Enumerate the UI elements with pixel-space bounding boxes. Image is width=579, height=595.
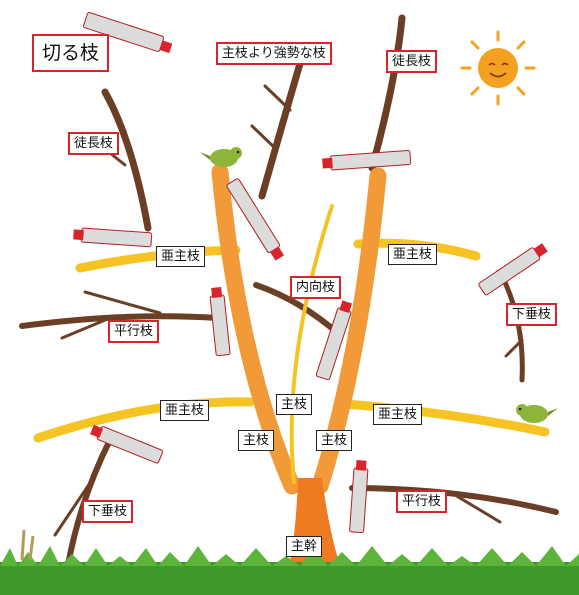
bird-icon [200, 147, 242, 167]
main-branch-center [289, 204, 334, 484]
grass [0, 529, 579, 595]
parallel-branch-left [19, 313, 221, 329]
strong-branch [258, 46, 308, 200]
parallel-branch-label: 平行枝 [108, 320, 160, 343]
trunk-label: 主幹 [286, 536, 323, 557]
hanging-branch-right [497, 269, 525, 383]
saw-icon [315, 300, 352, 381]
main-branches [211, 163, 387, 495]
main-branch-label: 主枝 [316, 430, 353, 451]
water-sprout-left [101, 88, 152, 232]
strong-branch-label: 主枝より強勢な枝 [216, 42, 332, 65]
parallel-branch-right [349, 485, 559, 515]
saw-icon [226, 178, 284, 261]
parallel-branch-label: 平行枝 [396, 490, 448, 513]
inward-branch-label: 内向枝 [290, 276, 342, 299]
saw-icon [73, 227, 153, 248]
saw-icon [90, 424, 164, 464]
water-sprout-label: 徒長枝 [386, 50, 438, 73]
saw-icons [73, 12, 548, 534]
saw-icon [83, 12, 173, 54]
water-sprout-label: 徒長枝 [68, 132, 120, 155]
saw-icon [478, 243, 548, 296]
sub-main-branch-label: 亜主枝 [156, 246, 206, 267]
sub-main-branch-label: 亜主枝 [388, 244, 438, 265]
main-branch-label: 主枝 [276, 394, 313, 415]
saw-icon [349, 460, 369, 534]
sub-main-branch-label: 亜主枝 [373, 404, 423, 425]
branches [19, 14, 559, 568]
main-branch-right [311, 167, 387, 495]
hanging-branch-label: 下垂枝 [506, 303, 558, 326]
saw-icon [322, 150, 412, 171]
main-branch-label: 主枝 [238, 430, 275, 451]
saw-icon [209, 286, 231, 357]
sun-icon [460, 30, 536, 106]
bird-icon [516, 404, 558, 423]
hanging-branch-label: 下垂枝 [82, 500, 134, 523]
water-sprout-top [368, 14, 406, 172]
main-branch-left [211, 163, 301, 495]
sub-main-branch-label: 亜主枝 [160, 400, 210, 421]
title-label: 切る枝 [32, 34, 110, 72]
